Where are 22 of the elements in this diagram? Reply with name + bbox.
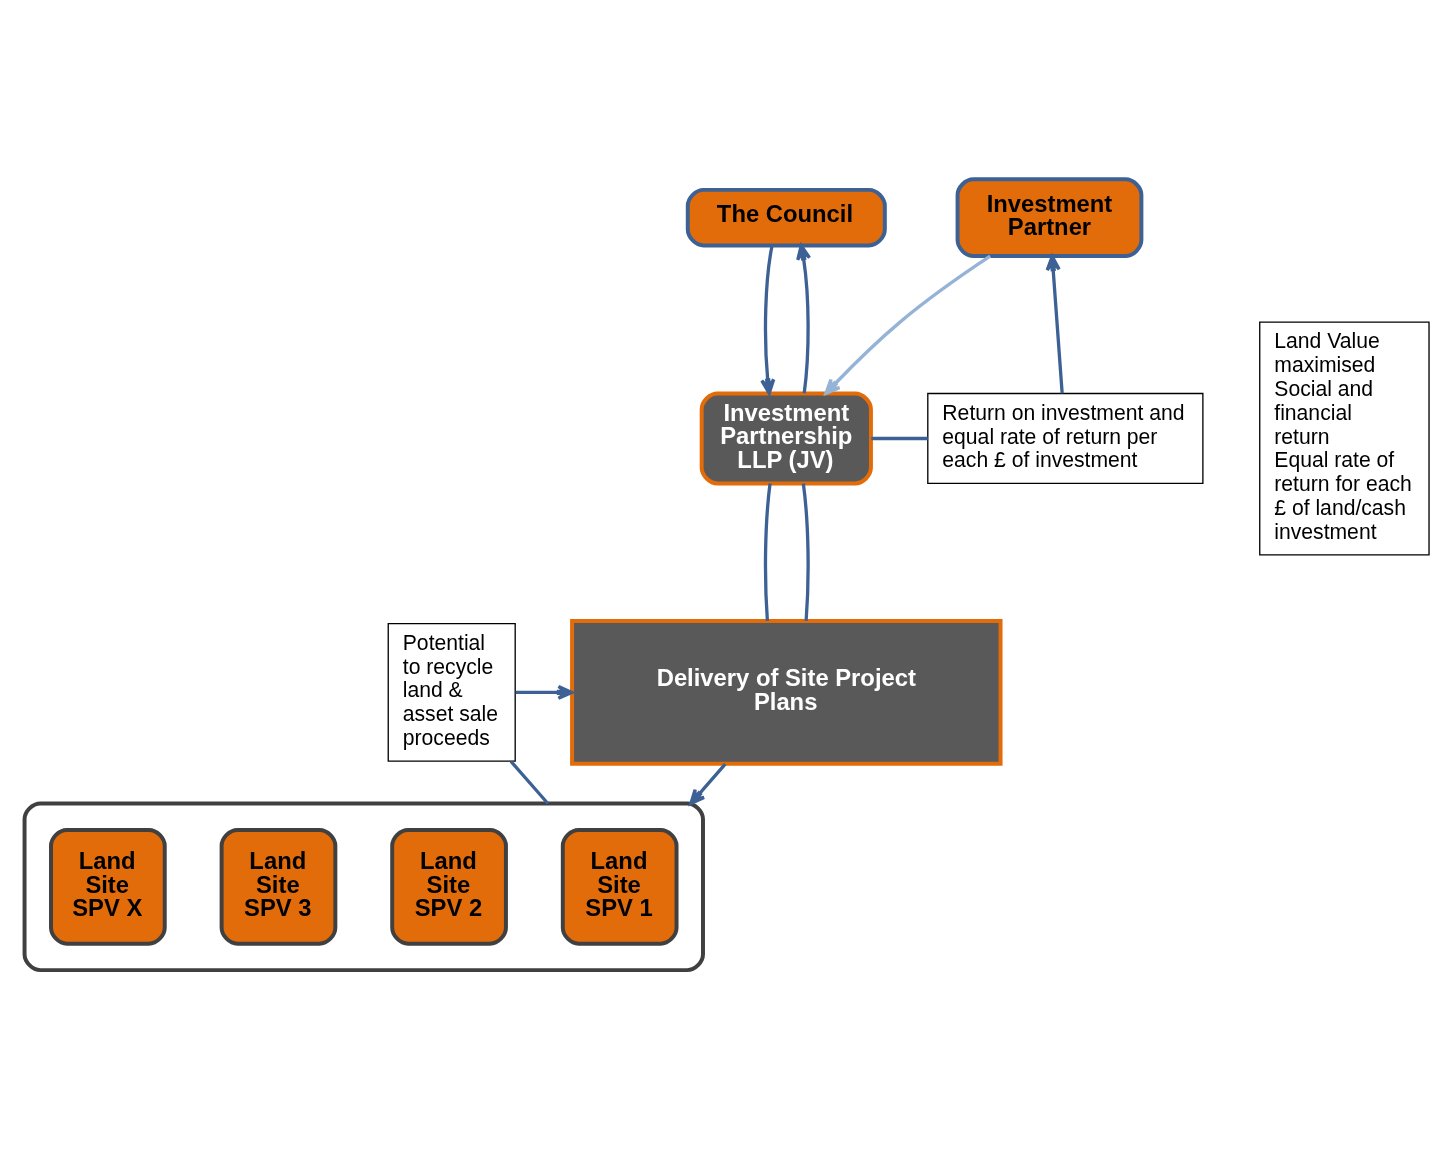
arrow [689, 762, 727, 805]
arrow [515, 684, 574, 700]
node-box: Land Site SPV 3 [219, 827, 338, 946]
connector [763, 482, 772, 621]
node-box: Land Site SPV X [49, 827, 167, 946]
connector [509, 759, 550, 805]
arrow [1045, 254, 1064, 394]
arrow [824, 254, 992, 395]
node-box: Land Value maximised Social and financial return Equal rate of return for each £ of land/cash investment [1259, 320, 1430, 556]
node-box: The Council [685, 187, 887, 247]
node-box: Land Site SPV 1 [560, 827, 679, 946]
connector [801, 482, 810, 621]
node-box: Delivery of Site Project Plans [570, 618, 1003, 766]
node-box: Land Site SPV 2 [390, 827, 508, 946]
arrow [796, 243, 812, 393]
node-box: Potential to recycle land & asset sale proceeds [387, 622, 516, 762]
arrow [760, 244, 776, 395]
node-box: Investment Partner [955, 176, 1144, 258]
node-box: Investment Partnership LLP (JV) [699, 391, 873, 485]
node-box: Return on investment and equal rate of return per each £ of investment [927, 392, 1204, 484]
connector [871, 436, 928, 440]
cluster [22, 801, 705, 972]
